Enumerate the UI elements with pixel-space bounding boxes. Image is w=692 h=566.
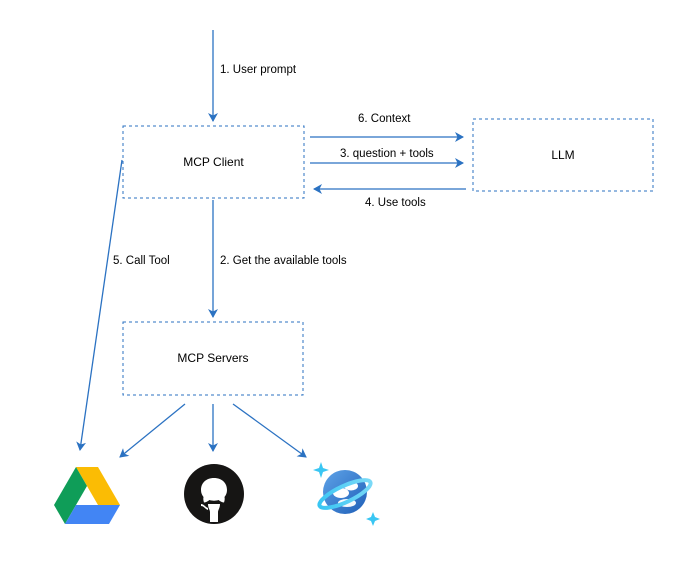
edge-use-tools: 4. Use tools — [313, 184, 466, 209]
cosmos-db-icon — [313, 462, 380, 526]
edge-servers-to-cosmos — [232, 403, 307, 458]
mcp-client-label: MCP Client — [183, 155, 244, 169]
edge-call-tool: 5. Call Tool — [76, 159, 170, 451]
edge-label-call-tool: 5. Call Tool — [113, 255, 170, 267]
edge-servers-to-drive — [119, 403, 186, 458]
edge-label-context: 6. Context — [358, 113, 411, 125]
mcp-servers-label: MCP Servers — [177, 351, 248, 365]
edge-label-get-tools: 2. Get the available tools — [220, 255, 347, 267]
google-drive-icon — [54, 467, 120, 524]
llm-label: LLM — [551, 148, 574, 162]
edge-user-prompt: 1. User prompt — [208, 30, 297, 122]
edge-question-tools: 3. question + tools — [310, 148, 464, 168]
edge-get-tools: 2. Get the available tools — [208, 200, 347, 318]
edge-label-use-tools: 4. Use tools — [365, 197, 426, 209]
mcp-servers-node: MCP Servers — [122, 321, 304, 396]
edge-label-question-tools: 3. question + tools — [340, 148, 434, 160]
llm-node: LLM — [472, 118, 654, 192]
mcp-client-node: MCP Client — [122, 125, 305, 199]
edge-label-user-prompt: 1. User prompt — [220, 64, 297, 76]
github-icon — [184, 464, 244, 524]
edge-context: 6. Context — [310, 113, 464, 142]
